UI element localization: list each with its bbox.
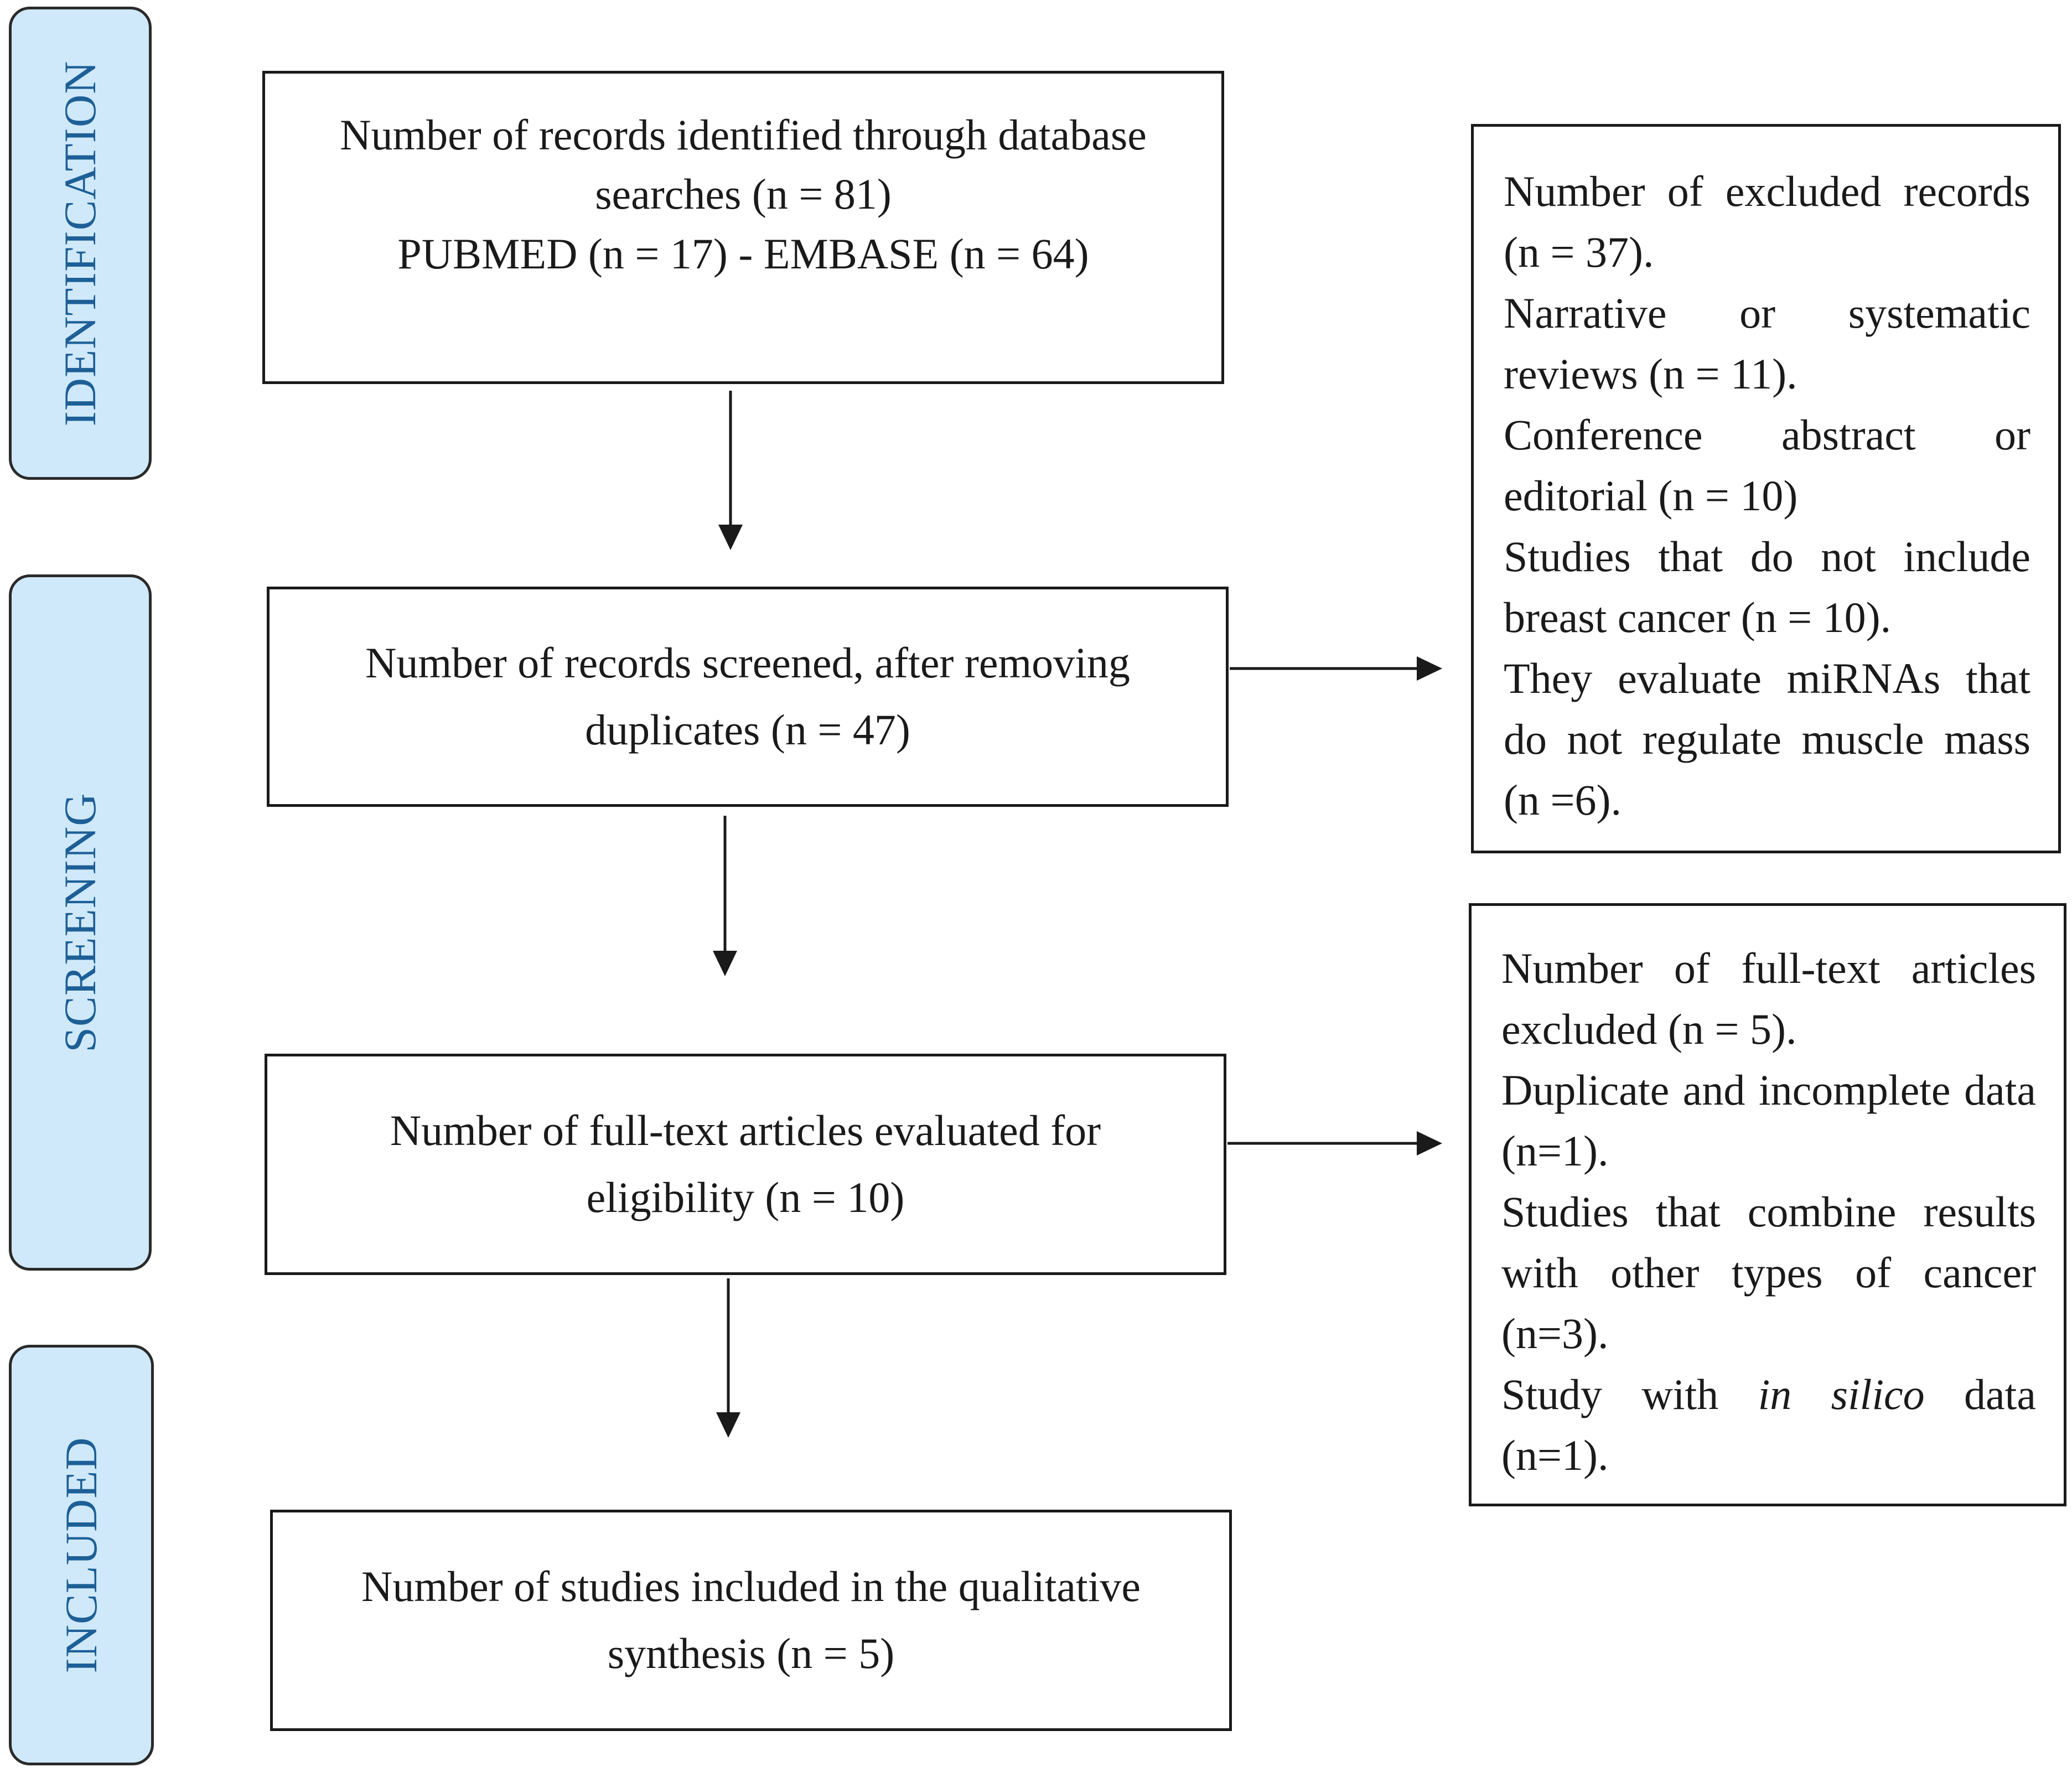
arrowhead-down-2	[713, 951, 737, 976]
eligibility-box: Number of full-text articles evaluated f…	[265, 1054, 1226, 1275]
studies-included-line1: Number of studies included in the qualit…	[361, 1562, 1141, 1611]
arrowhead-right-2	[1417, 1131, 1442, 1156]
in-silico-italic: in silico	[1758, 1370, 1925, 1418]
in-silico-suffix: data (n=1).	[1501, 1370, 2036, 1479]
records-screened-line2: duplicates (n = 47)	[585, 706, 910, 754]
excluded-fulltext-item: Duplicate and incomplete data (n=1).	[1501, 1066, 2036, 1175]
excluded-records-item: Conference abstract or editorial (n = 10…	[1504, 411, 2030, 520]
eligibility-line2: eligibility (n = 10)	[586, 1173, 905, 1221]
phase-screening: SCREENING	[9, 574, 152, 1271]
excluded-records-item: Number of excluded records (n = 37).	[1504, 167, 2030, 276]
studies-included-box: Number of studies included in the qualit…	[270, 1510, 1232, 1731]
excluded-records-item: Studies that do not include breast cance…	[1504, 532, 2030, 641]
arrowhead-down-3	[716, 1412, 740, 1438]
excluded-fulltext-box: Number of full-text articles excluded (n…	[1469, 903, 2066, 1506]
excluded-fulltext-item: Number of full-text articles excluded (n…	[1501, 944, 2036, 1053]
records-identified-box: Number of records identified through dat…	[262, 71, 1224, 384]
records-screened-line1: Number of records screened, after removi…	[365, 639, 1130, 687]
in-silico-prefix: Study with	[1501, 1370, 1758, 1418]
excluded-fulltext-item: Studies that combine results with other …	[1501, 1188, 2036, 1358]
arrowhead-down-1	[718, 525, 743, 550]
excluded-records-box: Number of excluded records (n = 37). Nar…	[1471, 124, 2061, 853]
excluded-records-item: They evaluate miRNAs that do not regulat…	[1504, 654, 2030, 824]
records-identified-line2: searches (n = 81)	[595, 170, 892, 219]
records-identified-line1: Number of records identified through dat…	[340, 110, 1147, 159]
records-identified-line3: PUBMED (n = 17) - EMBASE (n = 64)	[397, 229, 1089, 278]
records-screened-box: Number of records screened, after removi…	[267, 587, 1229, 807]
excluded-fulltext-item-last: Study with in silico data (n=1).	[1501, 1364, 2036, 1486]
arrowhead-right-1	[1417, 656, 1442, 681]
phase-identification: IDENTIFICATION	[9, 7, 152, 480]
excluded-records-item: Narrative or systematic reviews (n = 11)…	[1504, 289, 2030, 398]
eligibility-line1: Number of full-text articles evaluated f…	[390, 1106, 1101, 1155]
studies-included-line2: synthesis (n = 5)	[607, 1629, 895, 1677]
phase-included: INCLUDED	[9, 1345, 154, 1765]
